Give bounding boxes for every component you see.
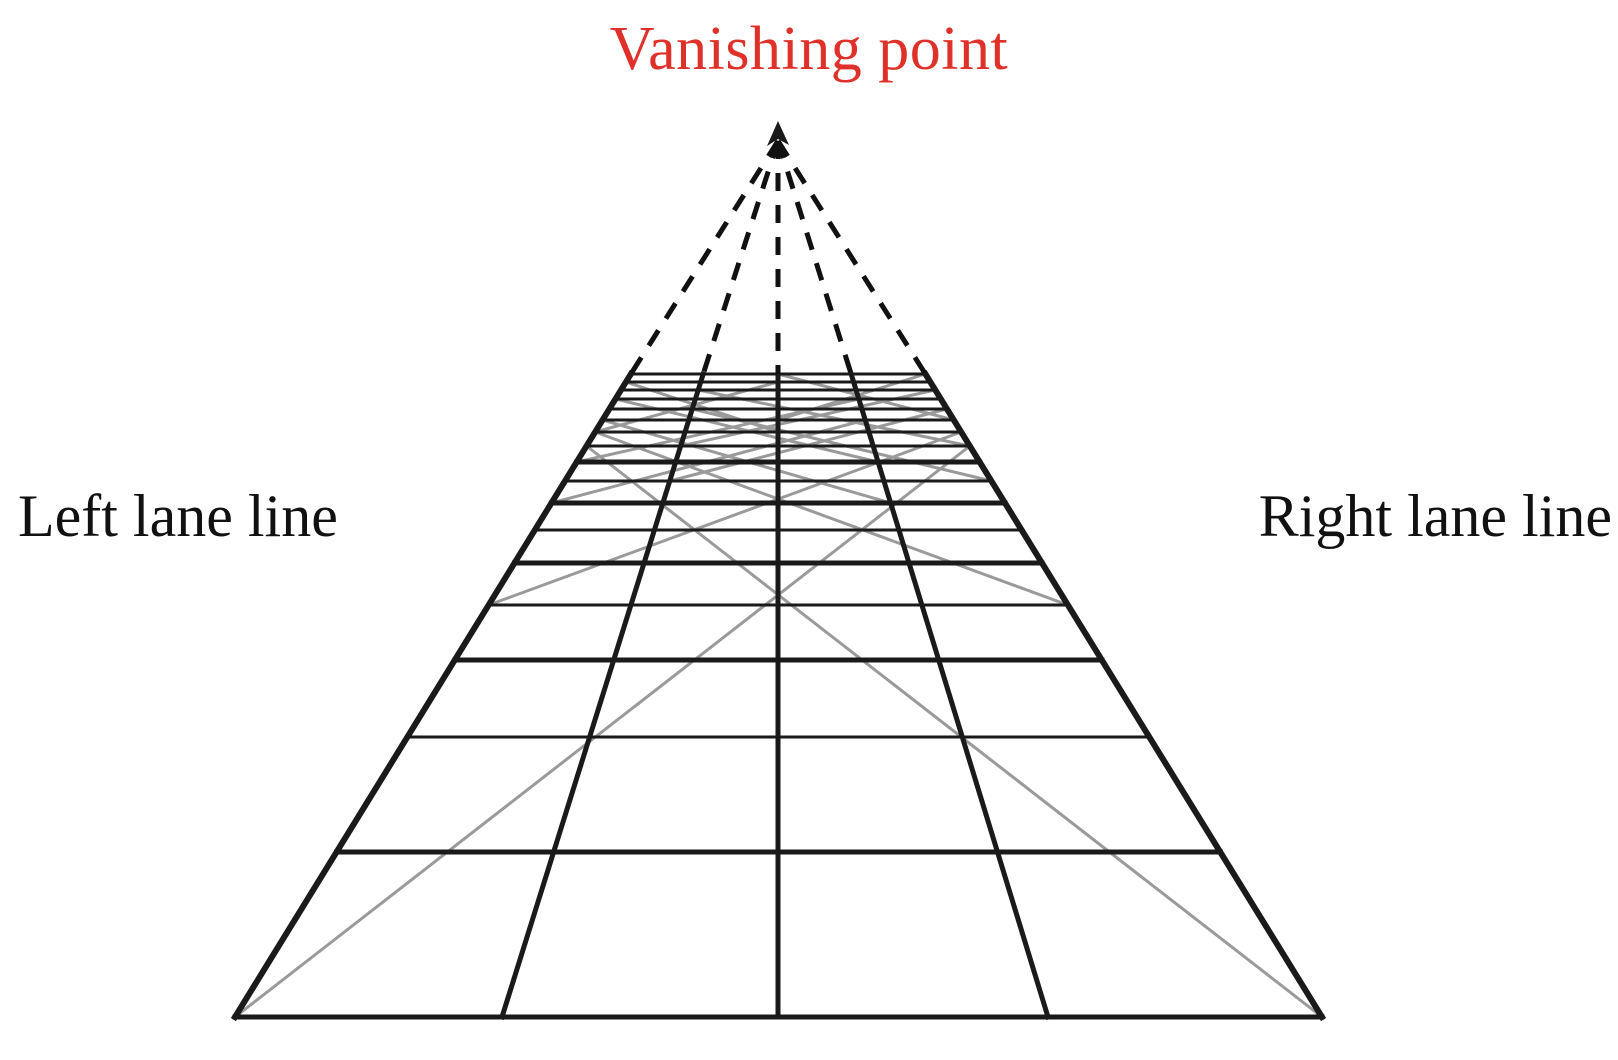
vanishing-point-dot bbox=[767, 121, 789, 146]
dashed-vanishing-ray bbox=[775, 140, 854, 375]
dashed-vanishing-ray bbox=[700, 140, 781, 375]
vanishing-point-label: Vanishing point bbox=[609, 15, 1009, 83]
left-lane-line bbox=[230, 369, 635, 1022]
construction-diagonal bbox=[585, 444, 1324, 1019]
interior-lane-line bbox=[498, 370, 707, 1021]
longitudinal-lane-lines bbox=[230, 369, 1327, 1022]
dashed-vanishing-rays bbox=[628, 139, 928, 376]
construction-diagonal bbox=[233, 444, 972, 1019]
construction-diagonal bbox=[593, 430, 1070, 607]
interior-lane-line bbox=[848, 370, 1052, 1021]
right-lane-line-label: Right lane line bbox=[1258, 483, 1612, 549]
vanishing-point-marker bbox=[767, 121, 789, 146]
left-lane-line-label: Left lane line bbox=[18, 483, 338, 549]
right-lane-line bbox=[921, 369, 1327, 1022]
dashed-vanishing-ray bbox=[775, 139, 928, 376]
dashed-vanishing-ray bbox=[628, 139, 781, 376]
